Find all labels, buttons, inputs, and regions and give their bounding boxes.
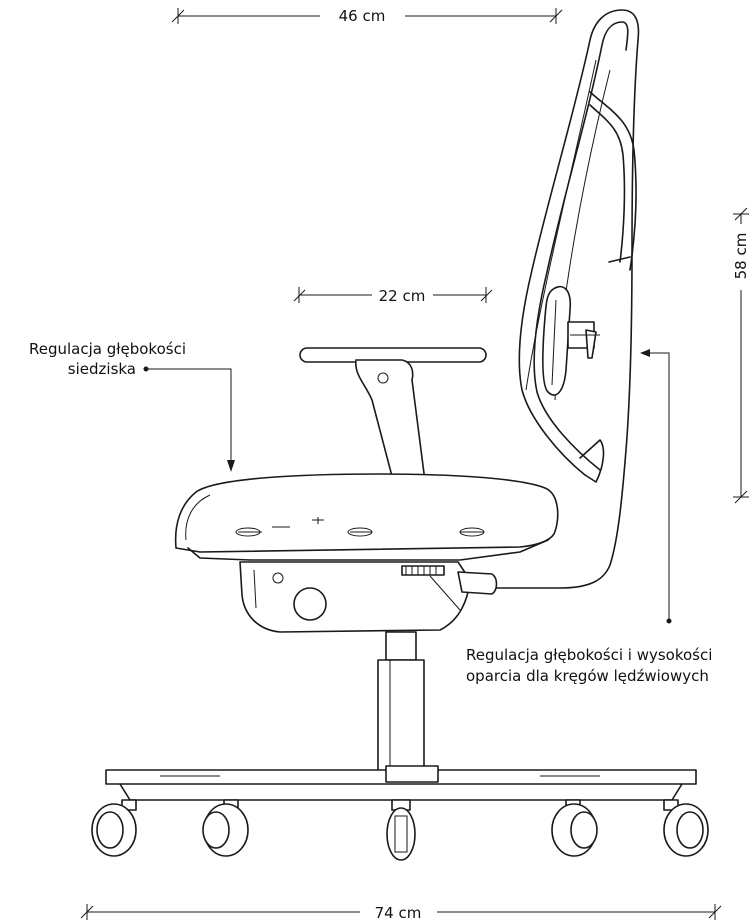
caster-4 xyxy=(551,799,598,857)
lumbar-annotation-line2: oparcia dla kręgów lędźwiowych xyxy=(466,667,709,685)
seat-depth-annotation-line1: Regulacja głębokości xyxy=(29,340,186,358)
caster-3 xyxy=(386,799,416,861)
seat xyxy=(174,473,559,561)
caster-5 xyxy=(663,799,709,857)
seat-depth-annotation: Regulacja głębokości siedziska xyxy=(29,340,235,472)
backrest xyxy=(489,9,640,589)
seat-depth-dimension: 46 cm xyxy=(171,7,563,25)
lumbar-annotation-line1: Regulacja głębokości i wysokości xyxy=(466,646,712,664)
mechanism xyxy=(239,561,498,633)
gas-cylinder xyxy=(377,631,425,773)
casters xyxy=(91,799,709,861)
chair-drawing xyxy=(91,9,709,861)
base xyxy=(105,765,697,801)
caster-1 xyxy=(91,799,137,857)
seat-depth-label: 46 cm xyxy=(339,7,386,25)
armrest-dimension: 22 cm xyxy=(293,287,493,305)
seat-depth-annotation-line2: siedziska xyxy=(68,360,136,378)
caster-2 xyxy=(202,799,249,857)
base-width-label: 74 cm xyxy=(375,904,422,921)
backrest-height-dimension: 58 cm xyxy=(732,207,750,504)
lumbar-annotation: Regulacja głębokości i wysokości oparcia… xyxy=(466,349,712,685)
armrest-label: 22 cm xyxy=(379,287,426,305)
backrest-height-label: 58 cm xyxy=(732,233,750,280)
base-width-dimension: 74 cm xyxy=(80,904,722,921)
